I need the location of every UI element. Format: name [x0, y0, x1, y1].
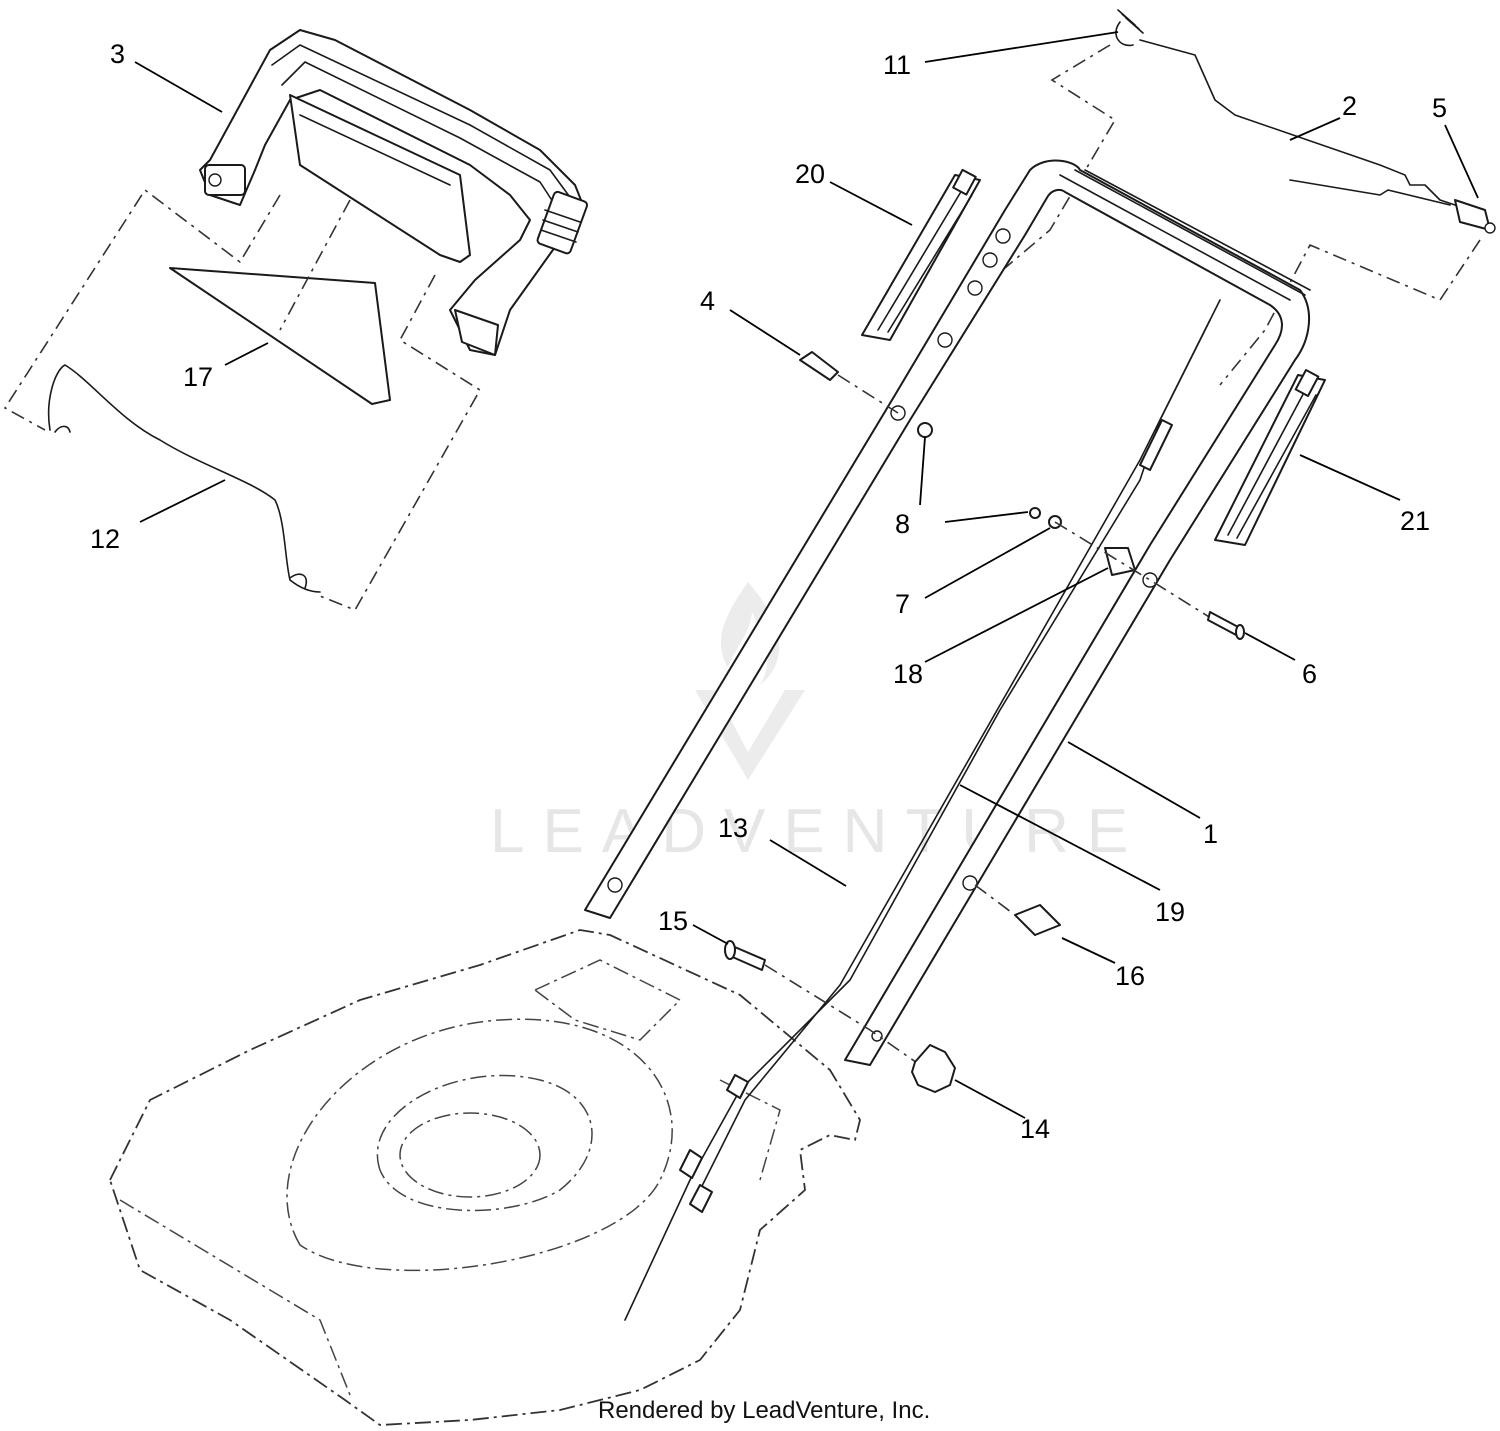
- callout-5[interactable]: 5: [1432, 93, 1447, 123]
- lower-handle: [584, 159, 1311, 1066]
- phantom-lines-upper-left: [3, 188, 482, 612]
- callout-19[interactable]: 19: [1155, 897, 1185, 927]
- callout-14[interactable]: 14: [1020, 1114, 1050, 1144]
- callout-12[interactable]: 12: [90, 524, 120, 554]
- callout-4[interactable]: 4: [700, 286, 715, 316]
- callout-labels: 1 2 3 4 5 6 7 8 11 12 13 14 15 16 17 18 …: [90, 39, 1447, 1144]
- upper-handle-3: [199, 29, 589, 356]
- credit-text: Rendered by LeadVenture, Inc.: [598, 1397, 930, 1424]
- callout-2[interactable]: 2: [1342, 91, 1357, 121]
- clip-18: [1104, 547, 1136, 576]
- handle-bracket-left: [861, 168, 981, 341]
- callout-8[interactable]: 8: [895, 509, 910, 539]
- callout-16[interactable]: 16: [1115, 961, 1145, 991]
- phantom-lines-upper-right: [1004, 44, 1481, 386]
- nut-8b: [1029, 507, 1041, 519]
- callout-3[interactable]: 3: [110, 39, 125, 69]
- knob-14: [911, 1044, 956, 1093]
- callout-15[interactable]: 15: [658, 906, 688, 936]
- decal-plate: [169, 267, 391, 405]
- hardware: [724, 351, 1245, 1093]
- callout-18[interactable]: 18: [893, 659, 923, 689]
- callout-1[interactable]: 1: [1203, 819, 1218, 849]
- callout-13[interactable]: 13: [718, 813, 748, 843]
- callout-17[interactable]: 17: [183, 362, 213, 392]
- nut-8: [917, 422, 933, 438]
- spacer-16: [1014, 904, 1061, 936]
- leader-lines: [134, 31, 1479, 1119]
- cables: [624, 299, 1221, 1321]
- callout-6[interactable]: 6: [1302, 659, 1317, 689]
- callout-11[interactable]: 11: [883, 50, 911, 80]
- control-rod: [1115, 9, 1496, 234]
- pin-4: [799, 351, 839, 381]
- callout-21[interactable]: 21: [1400, 506, 1430, 536]
- bail-bar: [47, 364, 321, 593]
- callout-7[interactable]: 7: [895, 589, 910, 619]
- callout-20[interactable]: 20: [795, 159, 825, 189]
- mower-deck: [109, 929, 861, 1426]
- handle-bracket-right: [1214, 369, 1326, 546]
